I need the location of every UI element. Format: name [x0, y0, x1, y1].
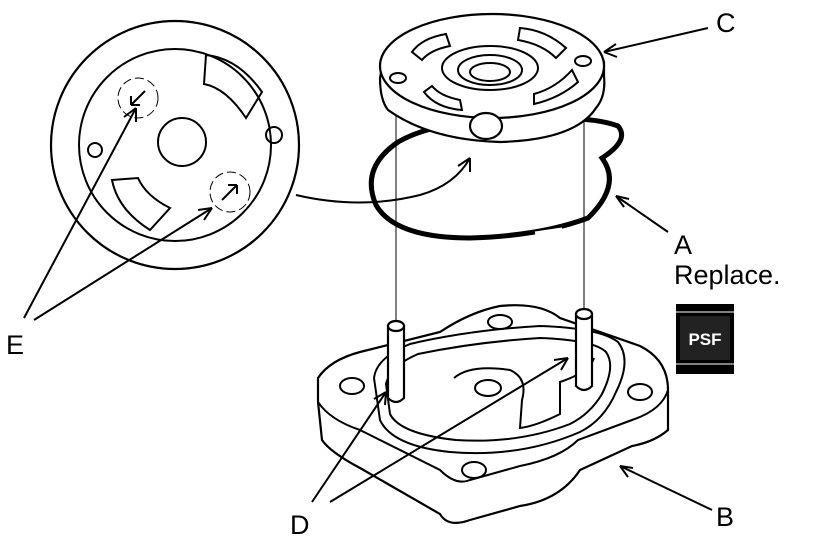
callout-b-leader: [619, 465, 713, 511]
detail-leader-line: [295, 157, 471, 204]
dowel-pin-right: [574, 307, 594, 392]
callout-b-letter: B: [716, 502, 734, 532]
callout-a-letter: A: [674, 230, 692, 260]
e-mark-lower: [209, 171, 251, 213]
detail-leader-arrowhead: [457, 157, 471, 172]
callout-a-note: Replace.: [674, 260, 781, 290]
callout-d-leader-right: [329, 357, 569, 503]
psf-fluid-icon: PSF: [676, 304, 734, 374]
callout-d-letter: D: [290, 510, 310, 540]
pump-cover: [378, 12, 606, 144]
e-mark-upper: [117, 77, 159, 119]
callout-c-letter: C: [716, 8, 736, 38]
callout-e-leader-upper: [23, 107, 137, 319]
o-ring-highlight: [534, 227, 563, 235]
callout-a-leader: [615, 195, 669, 233]
callout-d-leader-left: [311, 391, 387, 503]
callout-e-letter: E: [6, 330, 24, 360]
callout-c-leader: [603, 27, 709, 53]
callout-e-leader-lower: [33, 207, 213, 321]
dowel-pin-left: [386, 319, 406, 404]
psf-label: PSF: [688, 330, 721, 349]
detail-view: [49, 19, 301, 271]
